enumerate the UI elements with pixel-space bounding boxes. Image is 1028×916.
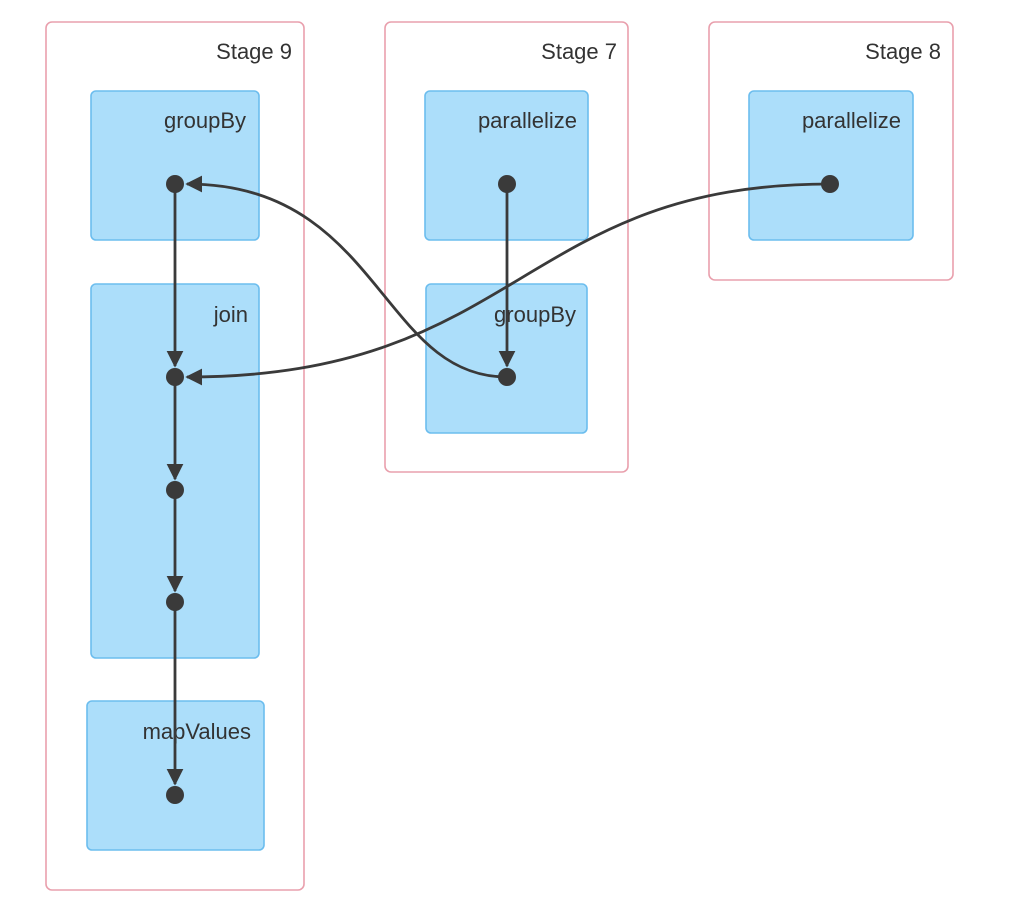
operation-label: join [213,302,248,327]
rdd-node[interactable] [166,786,184,804]
operation-label: parallelize [478,108,577,133]
operation-label: parallelize [802,108,901,133]
rdd-nodes [166,175,839,804]
rdd-node[interactable] [498,368,516,386]
rdd-node[interactable] [166,593,184,611]
edges [166,175,831,786]
rdd-node[interactable] [166,175,184,193]
stage-8-cluster: Stage 8 parallelize [708,21,954,281]
operation-label: groupBy [164,108,246,133]
stage-7-label: Stage 7 [541,39,617,64]
operation-parallelize-stage7[interactable]: parallelize [424,90,589,241]
rdd-node[interactable] [166,368,184,386]
stage-8-label: Stage 8 [865,39,941,64]
edge-stage7-groupby-to-stage9-groupby [185,175,508,379]
operation-label: mapValues [143,719,251,744]
rdd-node[interactable] [498,175,516,193]
stage-9-label: Stage 9 [216,39,292,64]
operation-box[interactable] [748,90,914,241]
operation-groupby-stage9[interactable]: groupBy [90,90,260,241]
edge-stage8-parallelize-to-join [185,182,831,386]
rdd-node[interactable] [821,175,839,193]
rdd-node[interactable] [166,481,184,499]
operation-parallelize-stage8[interactable]: parallelize [748,90,914,241]
